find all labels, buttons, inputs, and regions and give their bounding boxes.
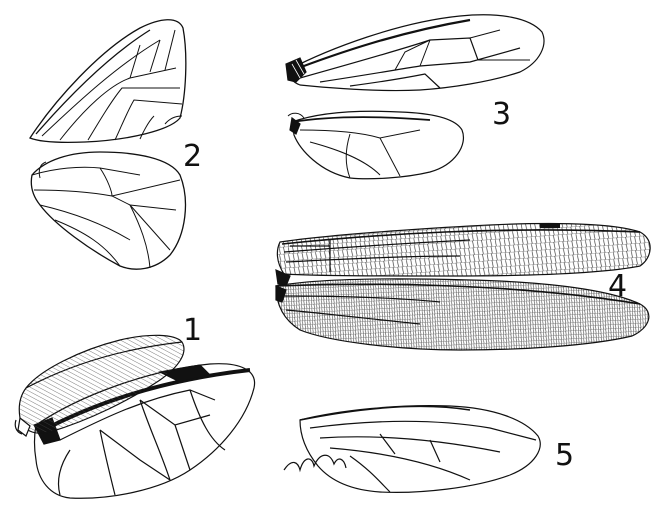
wing-1-drawing	[15, 335, 254, 498]
wing-3-label: 3	[492, 100, 511, 130]
wing-4-drawing	[276, 224, 650, 350]
wing-3-hindwing	[292, 111, 463, 178]
wing-5-alula	[284, 455, 346, 470]
wing-5-label: 5	[555, 441, 574, 471]
wing-2-forewing	[30, 20, 186, 143]
wing-2-drawing	[30, 20, 186, 269]
wing-4-label: 4	[608, 272, 627, 302]
wing-5-drawing	[284, 406, 540, 493]
wing-1-label: 1	[183, 316, 202, 346]
wing-2-label: 2	[183, 142, 202, 172]
wing-3-stigma	[286, 58, 306, 82]
